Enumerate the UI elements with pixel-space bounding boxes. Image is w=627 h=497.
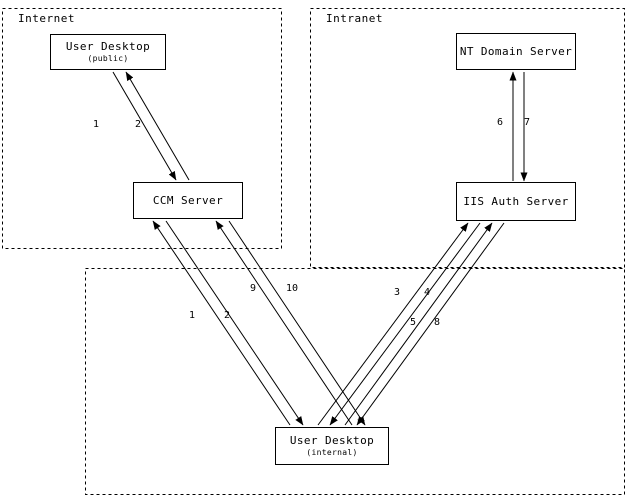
- node-nt-domain-server[interactable]: NT Domain Server: [456, 33, 576, 70]
- flow-arrow-4-iis-auth-server-to-user-desktop-internal: [329, 222, 481, 426]
- node-title-nt-domain-server: NT Domain Server: [459, 44, 573, 58]
- flow-step-label-9: 9: [250, 283, 257, 294]
- node-title-iis-auth-server: IIS Auth Server: [463, 194, 569, 208]
- node-title-user-desktop-internal: User Desktop: [289, 434, 375, 448]
- flow-step-label-6: 6: [497, 117, 504, 128]
- flow-arrow-5-user-desktop-internal-to-iis-auth-server: [344, 222, 493, 426]
- node-ccm-server[interactable]: CCM Server: [133, 182, 243, 219]
- flow-step-label-8: 8: [434, 317, 441, 328]
- flow-step-label-10: 10: [286, 283, 299, 294]
- flow-arrow-2-ccm-server-to-user-desktop-public: [125, 71, 190, 181]
- flow-step-label-7: 7: [524, 117, 531, 128]
- flow-arrow-3-user-desktop-internal-to-iis-auth-server: [317, 222, 469, 426]
- node-user-desktop-internal[interactable]: User Desktop (internal): [275, 427, 389, 465]
- flow-step-label-4: 4: [424, 287, 431, 298]
- node-title-user-desktop-public: User Desktop: [65, 40, 151, 54]
- flow-arrow-10-ccm-server-to-user-desktop-internal: [228, 220, 366, 426]
- flow-step-label-3: 3: [394, 287, 401, 298]
- flow-step-label-2: 2: [224, 310, 231, 321]
- node-subtitle-user-desktop-internal: (internal): [306, 447, 358, 457]
- flow-arrow-1-user-desktop-internal-to-ccm-server: [152, 220, 291, 426]
- flow-arrow-9-user-desktop-internal-to-ccm-server: [215, 220, 353, 426]
- flow-arrows-layer: [112, 71, 528, 426]
- zone-label-internet: Internet: [18, 12, 75, 25]
- node-subtitle-user-desktop-public: (public): [87, 53, 129, 63]
- zone-boundary-internet: [2, 8, 282, 249]
- zone-boundary-internal-zone: [85, 268, 625, 495]
- flow-step-label-2: 2: [135, 119, 142, 130]
- flow-step-label-5: 5: [410, 317, 417, 328]
- zone-boundaries-layer: [2, 8, 625, 495]
- zone-label-intranet: Intranet: [326, 12, 383, 25]
- flow-arrow-8-iis-auth-server-to-user-desktop-internal: [356, 222, 505, 426]
- flow-arrow-2-ccm-server-to-user-desktop-internal: [165, 220, 304, 426]
- flow-step-label-1: 1: [189, 310, 196, 321]
- flow-step-label-1: 1: [93, 119, 100, 130]
- node-title-ccm-server: CCM Server: [152, 193, 224, 207]
- node-iis-auth-server[interactable]: IIS Auth Server: [456, 182, 576, 221]
- flow-arrow-1-user-desktop-public-to-ccm-server: [112, 71, 177, 181]
- node-user-desktop-public[interactable]: User Desktop (public): [50, 34, 166, 70]
- zone-boundary-intranet: [310, 8, 625, 268]
